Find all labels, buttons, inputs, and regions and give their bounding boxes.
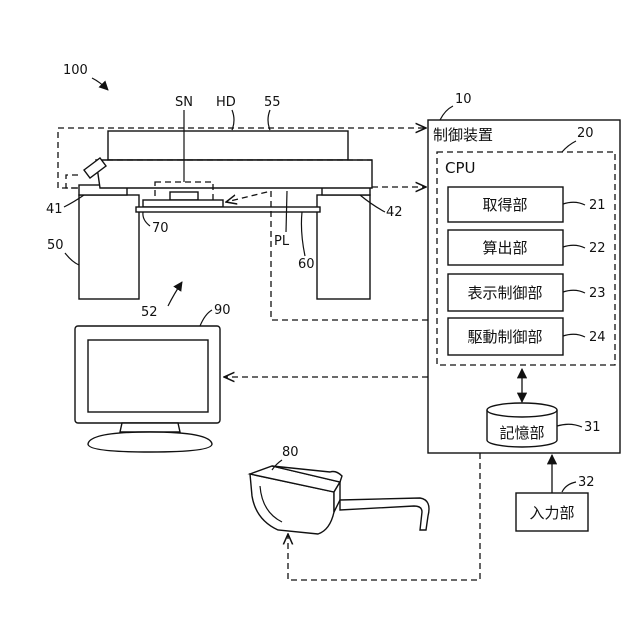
- control-device-label: 制御装置: [433, 126, 493, 144]
- monitor-stand: [120, 423, 180, 432]
- stage-number: 60: [298, 257, 315, 272]
- right-support-number: 42: [386, 205, 403, 220]
- sensor-plate-leader: [143, 212, 150, 226]
- left-block: [79, 195, 139, 299]
- drive-control-unit-label: 駆動制御部: [467, 328, 542, 346]
- plate-label: PL: [274, 234, 290, 249]
- sensor-plate-number: 70: [152, 221, 169, 236]
- calculation-unit-label: 算出部: [482, 239, 527, 257]
- head-lower-body: [96, 160, 372, 188]
- storage-unit-label: 記憶部: [499, 424, 544, 442]
- drive-control-unit-number: 24: [589, 330, 606, 345]
- head-leader: [232, 110, 234, 130]
- opening-number: 52: [141, 305, 158, 320]
- glasses-number: 80: [282, 445, 299, 460]
- stage: [136, 207, 320, 212]
- input-leader: [562, 482, 576, 492]
- opening-pointer: [168, 282, 182, 306]
- monitor-base: [88, 432, 212, 452]
- plate-leader: [286, 191, 287, 232]
- cpu-label: CPU: [445, 159, 476, 177]
- acquisition-unit-number: 21: [589, 198, 606, 213]
- monitor-screen: [88, 340, 208, 412]
- sensor-signal-line: [66, 175, 78, 188]
- left-support-number: 41: [46, 202, 63, 217]
- storage-unit-number: 31: [584, 420, 601, 435]
- head-unit: [108, 131, 348, 160]
- acquisition-unit-label: 取得部: [482, 196, 527, 214]
- left-block-leader: [65, 253, 79, 265]
- sensor-plate: [143, 200, 223, 207]
- system-number: 100: [63, 63, 88, 78]
- head-number-leader: [268, 110, 270, 130]
- cpu-number: 20: [577, 126, 594, 141]
- display-control-unit-number: 23: [589, 286, 606, 301]
- input-unit-label: 入力部: [529, 504, 574, 522]
- glasses: [250, 466, 429, 534]
- display-control-unit-label: 表示制御部: [467, 284, 542, 302]
- head-number: 55: [264, 95, 281, 110]
- left-block-number: 50: [47, 238, 64, 253]
- right-block: [317, 195, 370, 299]
- control-device-leader: [440, 106, 453, 120]
- control-device-number: 10: [455, 92, 472, 107]
- calculation-unit-number: 22: [589, 241, 606, 256]
- system-pointer: [92, 78, 108, 90]
- sensor-label: SN: [175, 95, 193, 110]
- monitor-number: 90: [214, 303, 231, 318]
- stage-leader: [301, 212, 305, 256]
- head-label: HD: [216, 95, 236, 110]
- monitor-leader: [200, 310, 212, 326]
- input-unit-number: 32: [578, 475, 595, 490]
- sensor-chip: [170, 192, 198, 200]
